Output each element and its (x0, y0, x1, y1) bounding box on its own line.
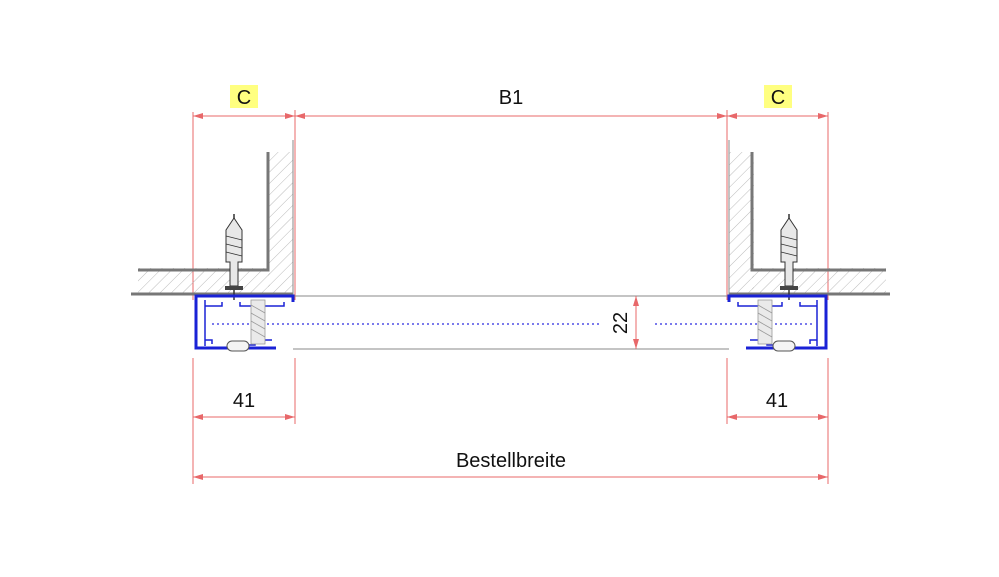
right-wall-section (728, 140, 890, 296)
left-seal-icon (250, 299, 266, 345)
c-left-label-highlight (230, 85, 258, 108)
top-dimension-chain: C B1 C (192, 85, 829, 300)
height-label: 22 (610, 312, 632, 334)
height-dimension: 22 (610, 296, 639, 349)
c-left-label: C (237, 87, 251, 109)
right-screw-anchor-icon (780, 214, 798, 300)
left-screw-anchor-icon (225, 214, 243, 300)
order-width-dimension: Bestellbreite (192, 424, 828, 484)
left-profile-width-dimension: 41 (192, 358, 296, 424)
right-profile-width-dimension: 41 (726, 358, 829, 484)
order-width-label: Bestellbreite (456, 450, 566, 472)
right-frame-profile (727, 294, 828, 352)
c-right-label: C (771, 87, 785, 109)
right-seal-icon (757, 299, 773, 345)
left-wall-section (131, 140, 294, 296)
left-frame-profile (194, 294, 295, 352)
c-right-label-highlight (764, 85, 792, 108)
b1-label: B1 (499, 87, 523, 109)
right-profile-width-label: 41 (766, 390, 788, 412)
left-profile-width-label: 41 (233, 390, 255, 412)
revision-panel (212, 295, 812, 350)
